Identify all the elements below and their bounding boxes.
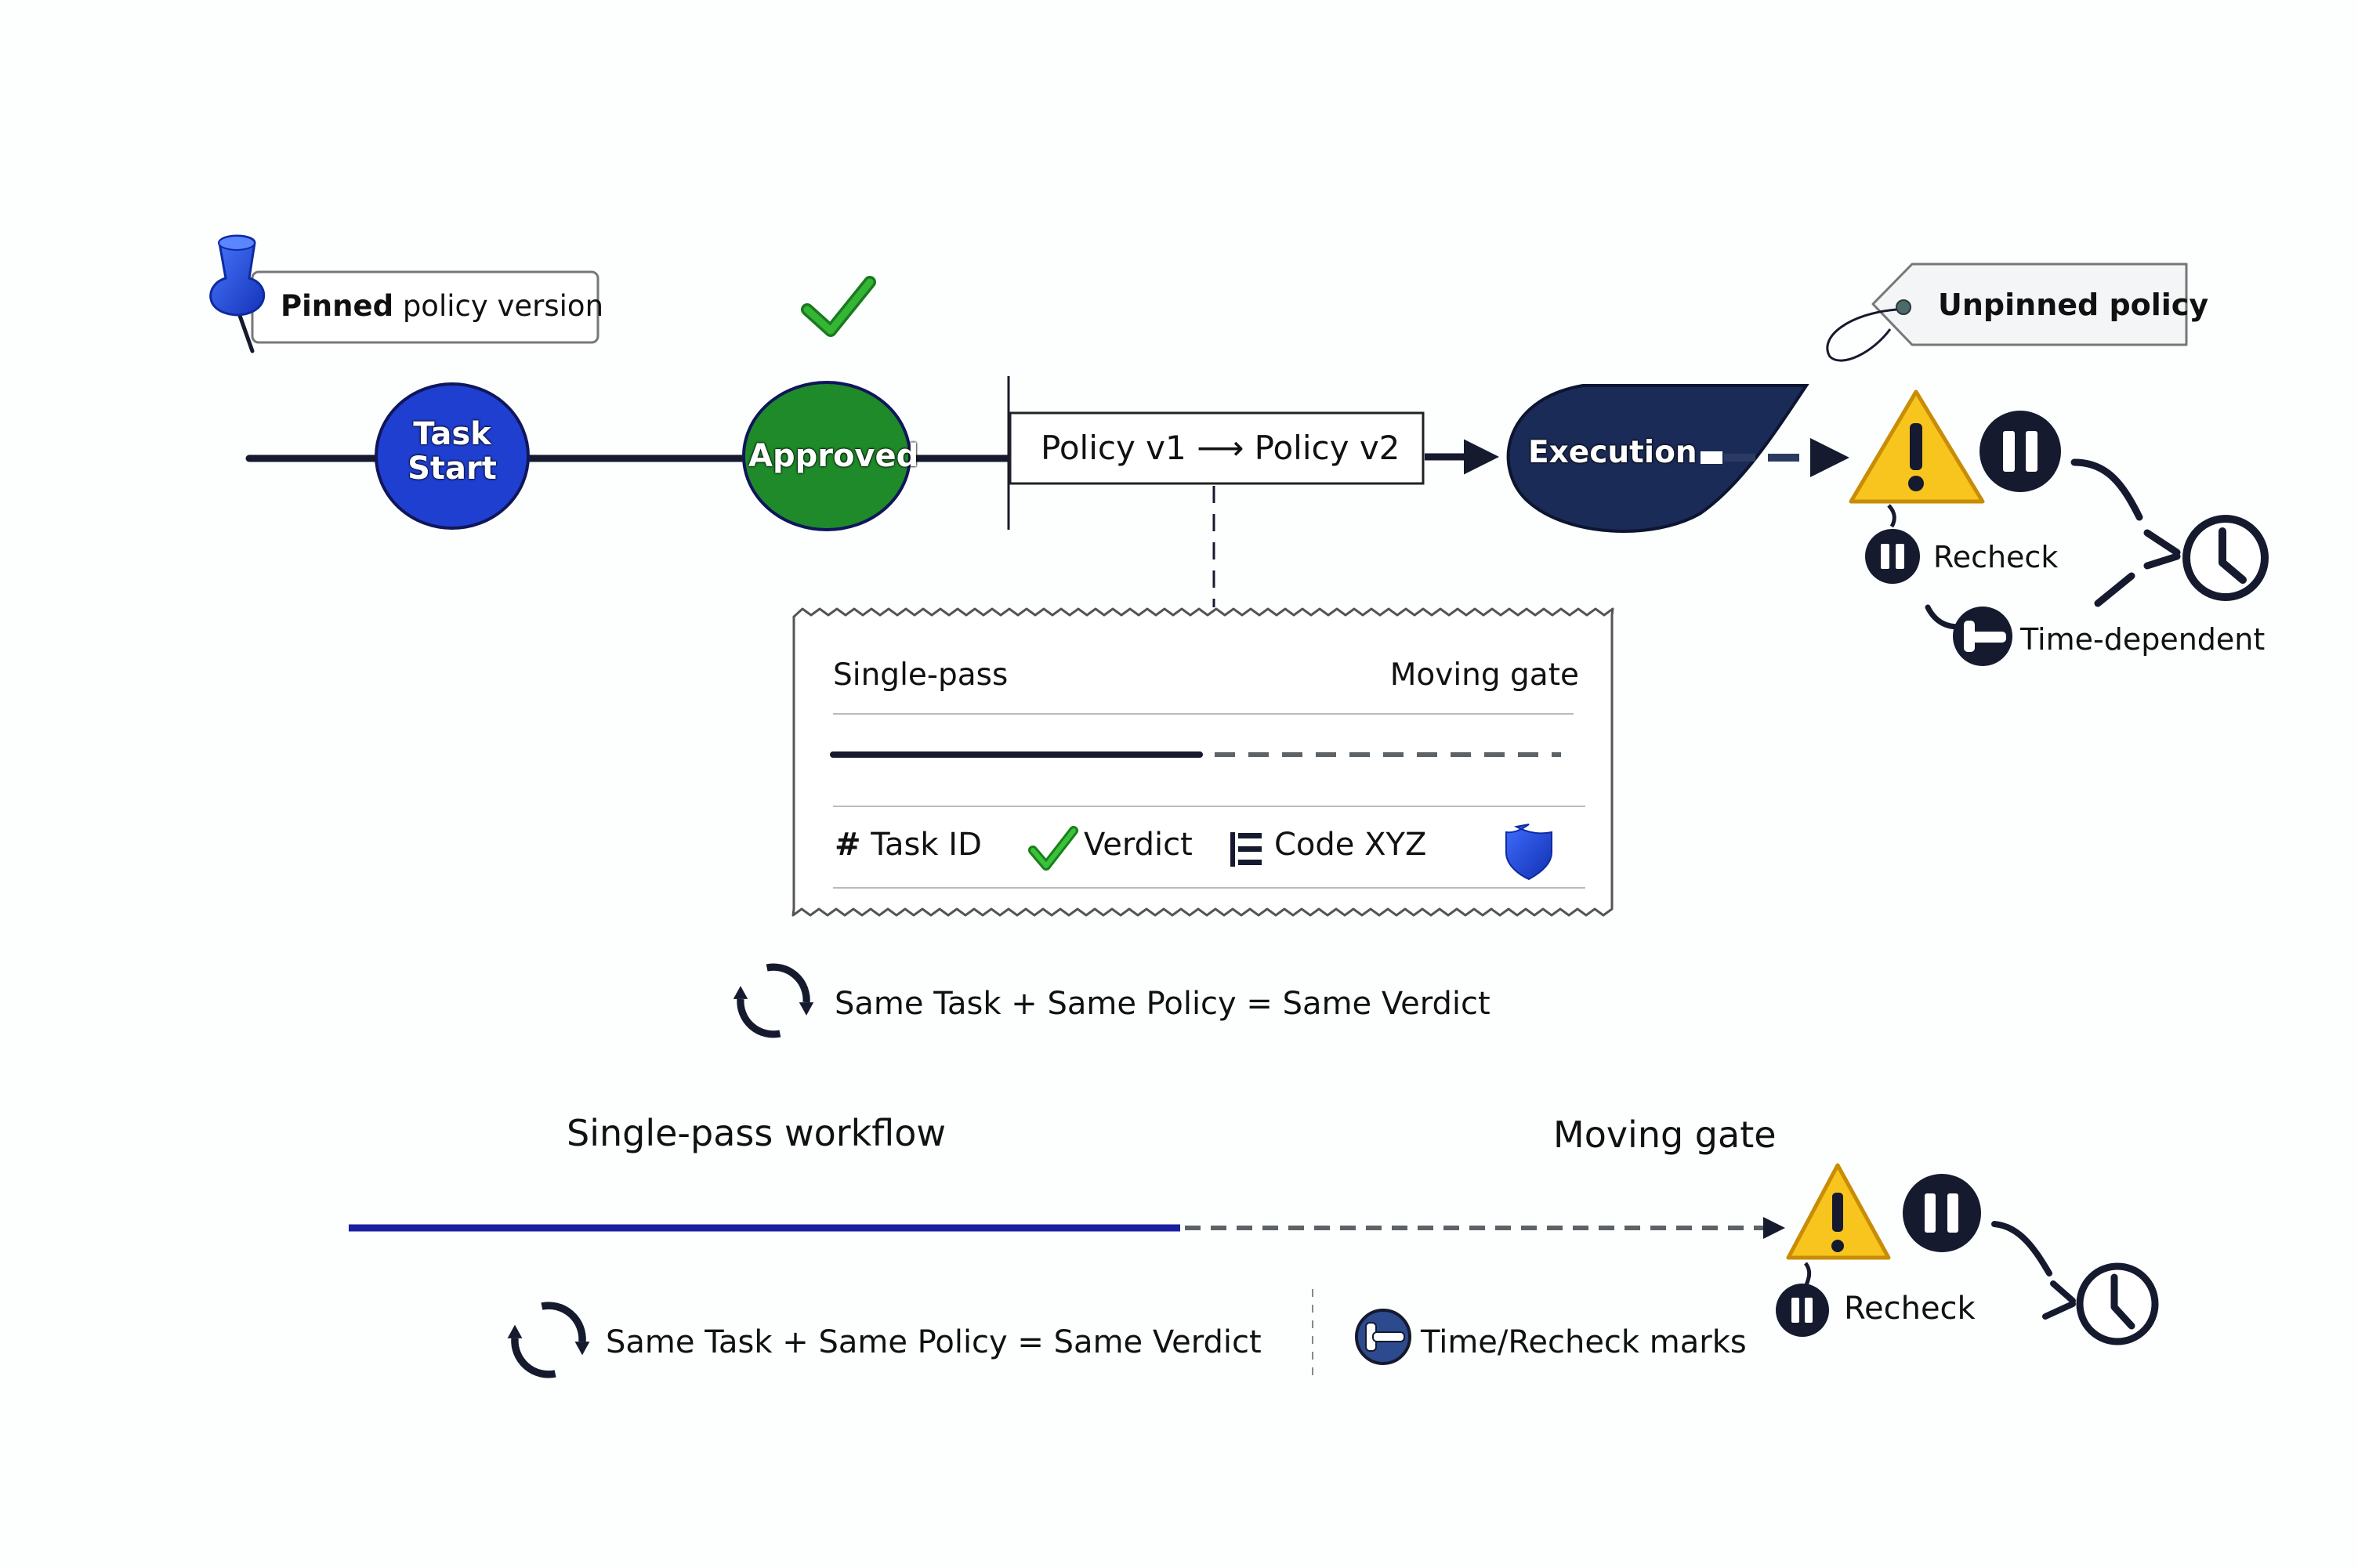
refresh-icon-legend <box>507 1302 590 1378</box>
time-to-clock-connector <box>2094 552 2181 607</box>
legend-item-time-recheck: Time/Recheck marks <box>1421 1324 1747 1360</box>
pinned-label-bold: Pinned <box>281 289 394 323</box>
shield-icon <box>1505 824 1552 881</box>
top-timeline <box>209 234 2269 666</box>
clock-icon <box>2182 515 2269 601</box>
recheck-icon[interactable] <box>1865 529 1920 584</box>
card-left-heading: Single-pass <box>833 657 1009 693</box>
time-recheck-icon <box>1355 1309 1411 1365</box>
task-id-label: Task ID <box>871 827 982 863</box>
task-start-label[interactable]: Task Start <box>397 417 507 486</box>
refresh-arrowhead <box>799 1002 814 1016</box>
code-label: Code XYZ <box>1274 827 1427 863</box>
time-dependent-icon[interactable] <box>1953 607 2012 666</box>
execution-node[interactable] <box>1506 384 1809 533</box>
time-dependent-label: Time-dependent <box>2020 622 2266 657</box>
approved-label[interactable]: Approved <box>748 438 919 474</box>
single-pass-workflow-title: Single-pass workflow <box>567 1112 947 1154</box>
execution-handle <box>1701 451 1722 464</box>
bottom-recheck-label: Recheck <box>1844 1291 1976 1327</box>
warning-to-recheck-connector <box>1887 504 1896 528</box>
pinned-label: Pinned policy version <box>281 292 603 320</box>
bottom-pause-to-clock-connector <box>1991 1221 2076 1320</box>
task-start-line2: Start <box>407 451 497 487</box>
bottom-recheck-icon[interactable] <box>1776 1284 1829 1337</box>
refresh-arrowhead <box>733 986 748 999</box>
time-dependent-connector <box>1925 604 1962 630</box>
determinism-rule: Same Task + Same Policy = Same Verdict <box>835 986 1491 1022</box>
policy-change-label[interactable]: Policy v1 ⟶ Policy v2 <box>1041 429 1400 467</box>
approved-node[interactable] <box>742 381 911 531</box>
refresh-arc <box>541 1302 586 1342</box>
bottom-arrow-head <box>1763 1217 1785 1239</box>
pause-to-clock-connector <box>2070 458 2181 556</box>
task-start-line1: Task <box>413 416 491 452</box>
refresh-arc <box>511 1338 556 1378</box>
moving-gate-title: Moving gate <box>1553 1114 1777 1156</box>
code-icon <box>1230 832 1262 867</box>
code-field: Code XYZ <box>1274 829 1426 860</box>
pinned-label-rest: policy version <box>393 289 604 323</box>
hash-icon: # <box>835 827 861 863</box>
bottom-warning-icon <box>1786 1163 1891 1260</box>
verdict-ticket-card <box>791 607 1614 917</box>
legend-item-determinism: Same Task + Same Policy = Same Verdict <box>606 1324 1262 1360</box>
pushpin-icon <box>209 234 266 353</box>
bottom-flow <box>349 1163 2159 1383</box>
unpinned-label: Unpinned policy <box>1938 288 2209 322</box>
task-start-node[interactable] <box>375 382 530 530</box>
verdict-label: Verdict <box>1084 827 1193 863</box>
refresh-arrowhead <box>507 1324 523 1338</box>
policy-change-box[interactable] <box>1009 411 1425 485</box>
bottom-pause-icon[interactable] <box>1903 1174 1981 1252</box>
bottom-clock-icon <box>2076 1262 2159 1345</box>
bottom-warning-to-recheck-connector <box>1803 1262 1812 1286</box>
verdict-card: Single-pass Moving gate # Task ID Verdic… <box>794 607 1612 917</box>
refresh-arrowhead <box>574 1342 590 1356</box>
card-rule-bottom <box>833 887 1585 889</box>
refresh-arc <box>737 998 781 1038</box>
unpinned-tag <box>1826 263 2188 362</box>
execution-label[interactable]: Execution <box>1528 435 1697 470</box>
refresh-icon <box>733 963 814 1038</box>
task-id-field: # Task ID <box>835 829 982 860</box>
warning-icon <box>1849 389 1985 504</box>
refresh-arc <box>766 963 810 1003</box>
recheck-label: Recheck <box>1933 540 2059 574</box>
pause-icon[interactable] <box>1979 411 2061 492</box>
card-right-heading: Moving gate <box>1389 657 1579 693</box>
card-rule-middle <box>833 806 1585 807</box>
verdict-field: Verdict <box>1084 829 1193 860</box>
card-rule-top <box>833 713 1574 715</box>
